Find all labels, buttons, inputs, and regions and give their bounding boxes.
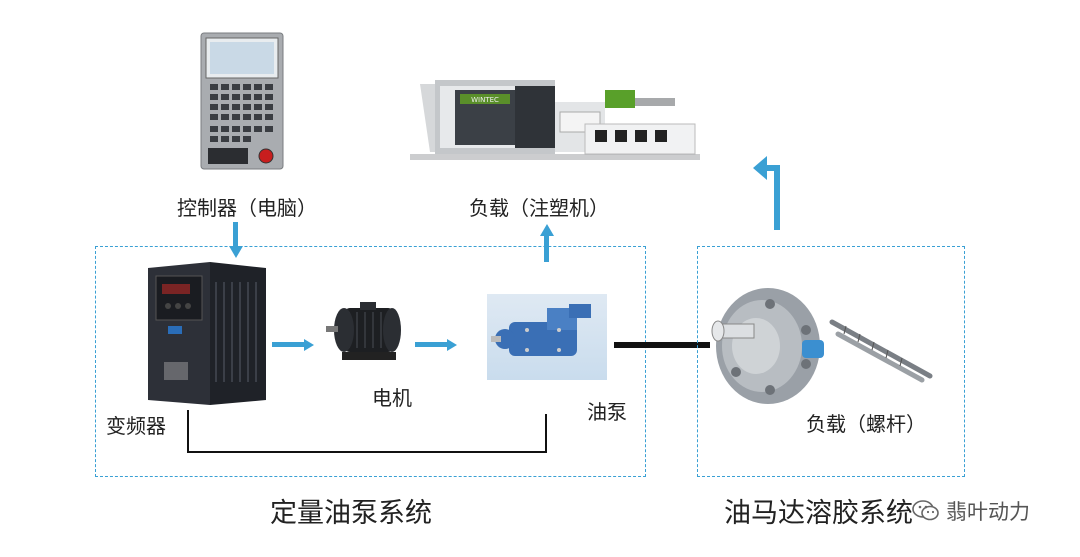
- vfd-label: 变频器: [106, 414, 166, 438]
- arrow-oil-motor-up: [774, 168, 780, 230]
- vfd-image: [148, 262, 266, 405]
- motor-image: [326, 302, 401, 360]
- load-screw-label: 负载（螺杆）: [806, 412, 926, 436]
- controller-image: [200, 32, 284, 170]
- load-injection-label: 负载（注塑机）: [469, 196, 609, 220]
- arrow-motor-pump-head: [447, 339, 457, 351]
- motor-label: 电机: [372, 386, 412, 410]
- arrow-controller-down-head: [229, 246, 243, 258]
- oil-motor-image: [711, 288, 824, 404]
- oil-motor-system-box: [697, 246, 965, 477]
- arrow-vfd-motor-head: [304, 339, 314, 351]
- arrow-controller-down: [233, 222, 238, 248]
- fixed-pump-system-box: [95, 246, 646, 477]
- arrow-load-up-head: [540, 224, 554, 236]
- oil-pump-image: [491, 304, 591, 356]
- arrow-oil-motor-left: [766, 165, 780, 171]
- machine-brand: WINTEC: [471, 96, 499, 104]
- return-line: [187, 410, 547, 453]
- controller-label: 控制器（电脑）: [177, 196, 317, 220]
- oil-pump-label: 油泵: [587, 400, 627, 424]
- oil-motor-system-label: 油马达溶胶系统: [724, 498, 913, 529]
- watermark: 翡叶动力: [912, 496, 1030, 526]
- wechat-icon: [912, 500, 939, 521]
- arrow-motor-pump: [415, 342, 449, 347]
- arrow-vfd-motor: [272, 342, 306, 347]
- injection-machine-image: WINTEC: [410, 80, 700, 160]
- screw-image: [829, 319, 933, 383]
- watermark-text: 翡叶动力: [946, 500, 1030, 524]
- arrow-load-up: [544, 236, 549, 262]
- pump-to-oil-motor-line: [614, 342, 710, 348]
- fixed-pump-system-label: 定量油泵系统: [270, 498, 432, 529]
- arrow-oil-motor-head: [753, 156, 767, 180]
